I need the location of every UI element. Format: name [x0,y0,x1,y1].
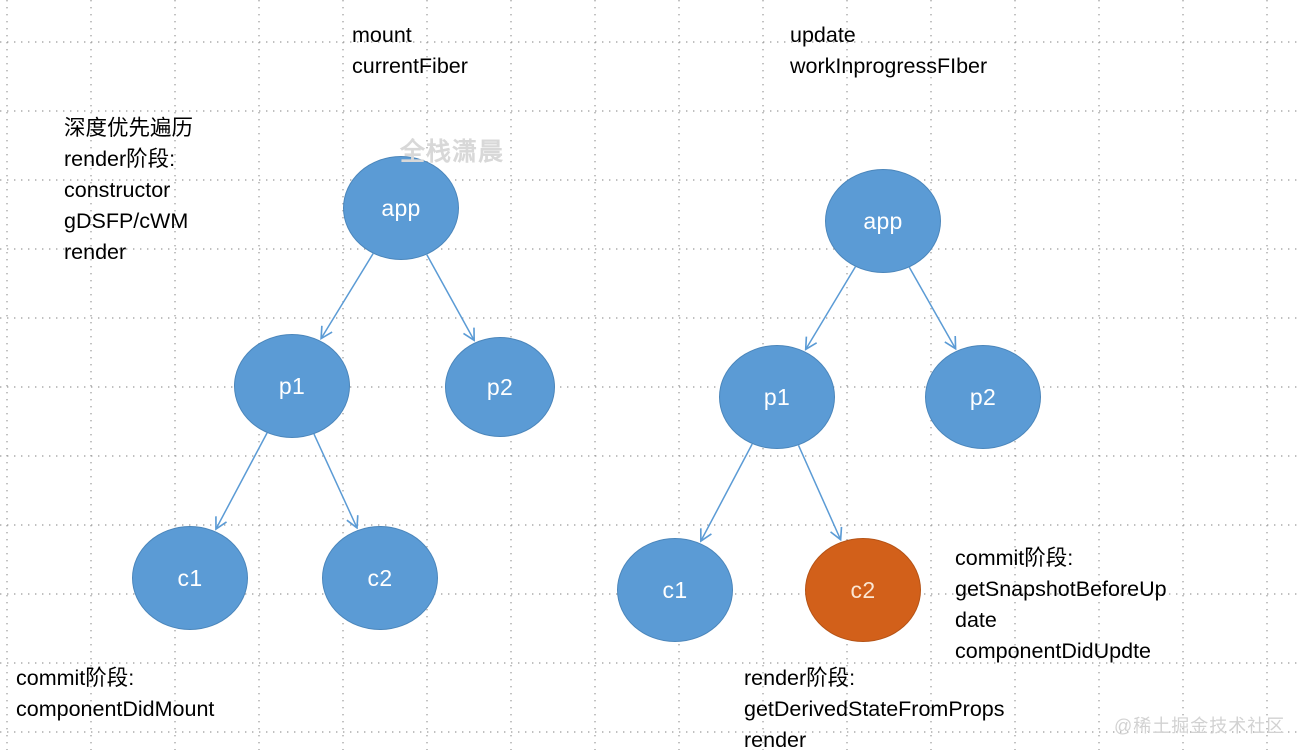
node-label: c1 [662,576,688,603]
node-label: c2 [850,576,876,603]
node-update-c1[interactable]: c1 [617,538,733,642]
node-mount-app[interactable]: app [343,156,459,260]
edge-mount-p1-c1 [216,432,268,529]
node-label: p1 [278,372,306,399]
edge-update-app-p1 [806,266,857,349]
edge-mount-app-p2 [426,254,474,340]
node-label: p2 [969,383,997,410]
node-update-p1[interactable]: p1 [719,345,835,449]
edge-mount-p1-c2 [313,433,357,527]
edge-update-p1-c2 [797,444,841,539]
node-label: p1 [763,383,791,410]
commit-mount-note: commit阶段: componentDidMount [16,666,215,721]
node-label: app [863,207,903,234]
node-label: c2 [367,564,393,591]
node-mount-p2[interactable]: p2 [445,337,555,437]
node-update-app[interactable]: app [825,169,941,273]
node-label: app [381,194,421,221]
node-update-c2[interactable]: c2 [805,538,921,642]
commit-update-note: commit阶段: getSnapshotBeforeUp date compo… [955,546,1167,663]
render-update-note: render阶段: getDerivedStateFromProps rende… [744,666,1005,750]
edge-update-p1-c1 [701,443,753,540]
mount-label: mount currentFiber [352,23,468,78]
node-update-p2[interactable]: p2 [925,345,1041,449]
node-mount-c1[interactable]: c1 [132,526,248,630]
node-mount-p1[interactable]: p1 [234,334,350,438]
center-watermark: 全栈潇晨 [400,138,505,166]
edge-update-app-p2 [908,266,955,348]
node-mount-c2[interactable]: c2 [322,526,438,630]
render-phase-note: 深度优先遍历 render阶段: constructor gDSFP/cWM r… [64,116,194,264]
edge-mount-app-p1 [322,253,374,338]
update-label: update workInprogressFIber [790,23,988,78]
node-label: p2 [486,373,514,400]
corner-watermark: @稀土掘金技术社区 [1114,716,1286,736]
node-label: c1 [177,564,203,591]
